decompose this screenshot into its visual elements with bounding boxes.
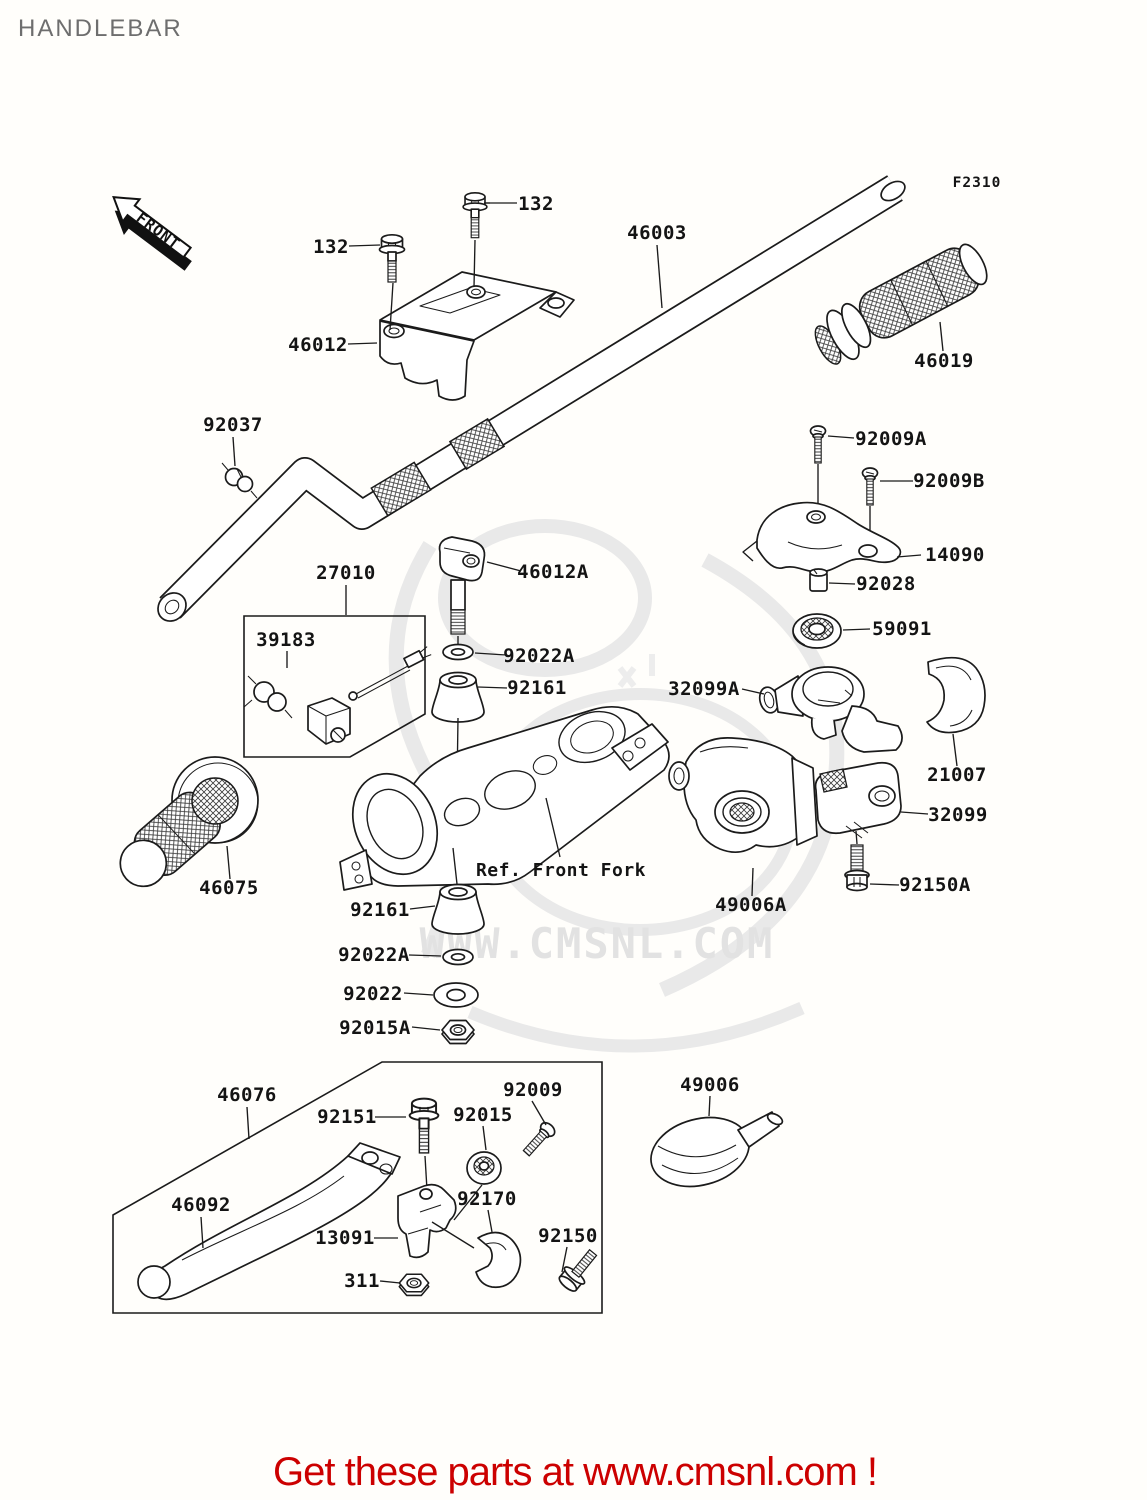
damper-92161-lower-drawing	[431, 883, 485, 935]
boot-49006-drawing	[650, 1111, 784, 1188]
screw-92009-drawing	[522, 1121, 556, 1157]
clamp-39183-drawing	[243, 675, 293, 719]
part-label-32099: 32099	[928, 804, 988, 826]
nut-92015A-drawing	[441, 1019, 475, 1045]
bolt-92151-drawing	[408, 1097, 440, 1191]
part-label-49006: 49006	[680, 1074, 740, 1096]
part-label-27010: 27010	[316, 562, 376, 584]
damper-92015-drawing	[453, 1151, 502, 1221]
part-label-46075: 46075	[199, 877, 259, 899]
bolt-92150A-drawing	[844, 830, 870, 892]
throttle-grip-46019-drawing	[814, 243, 988, 365]
footer-text: Get these parts at www.cmsnl.com !	[273, 1450, 877, 1494]
part-label-92161-upper: 92161	[507, 677, 567, 699]
handlebar-drawing	[157, 175, 906, 622]
part-label-46076: 46076	[217, 1084, 277, 1106]
bearing-59091-drawing	[792, 613, 842, 649]
labels-layer: 132 132 46003 46012 46019 F2310 92037 27…	[171, 175, 1002, 1292]
part-label-46019: 46019	[914, 350, 974, 372]
lever-46092-drawing	[137, 1142, 401, 1301]
part-label-92037: 92037	[203, 414, 263, 436]
part-label-92015: 92015	[453, 1104, 513, 1126]
part-label-59091: 59091	[872, 618, 932, 640]
holder-46012A-drawing	[438, 536, 486, 644]
bar-clamp-46012-drawing	[379, 271, 575, 401]
case-21007-drawing	[926, 656, 986, 734]
clip-92037-drawing	[221, 462, 258, 499]
holder-13091-drawing	[397, 1183, 475, 1259]
housing-49006A-drawing	[668, 737, 818, 854]
part-label-49006A: 49006A	[715, 894, 787, 916]
part-label-46003: 46003	[627, 222, 687, 244]
part-label-92022A-lower: 92022A	[338, 944, 410, 966]
part-label-32099A: 32099A	[668, 678, 740, 700]
part-label-92151: 92151	[317, 1106, 377, 1128]
part-label-92009B: 92009B	[913, 470, 985, 492]
ref-front-fork-note: Ref. Front Fork	[476, 860, 646, 881]
switch-body-drawing	[307, 697, 351, 745]
part-label-92161-lower: 92161	[350, 899, 410, 921]
part-label-46012: 46012	[288, 334, 348, 356]
part-label-46092: 46092	[171, 1194, 231, 1216]
switch-kit-27010-box	[243, 615, 432, 758]
bolt-132-left-drawing	[378, 233, 406, 331]
cap-92028-drawing	[809, 568, 828, 592]
part-label-92022: 92022	[343, 983, 403, 1005]
part-label-92009A: 92009A	[855, 428, 927, 450]
part-label-132-top: 132	[518, 193, 554, 215]
part-label-46012A: 46012A	[517, 561, 589, 583]
part-label-132-left: 132	[313, 236, 349, 258]
part-label-311: 311	[344, 1270, 380, 1292]
holder-32099-drawing	[814, 761, 902, 839]
lever-kit-46076-box	[112, 1061, 603, 1314]
bolt-132-top-drawing	[462, 192, 488, 288]
part-label-92022A-upper: 92022A	[503, 645, 575, 667]
front-arrow-icon: FRONT	[112, 196, 193, 271]
part-label-13091: 13091	[315, 1227, 375, 1249]
part-label-14090: 14090	[925, 544, 985, 566]
page-title: HANDLEBAR	[18, 15, 183, 42]
part-label-92015A: 92015A	[339, 1017, 411, 1039]
kill-switch-cable-drawing	[348, 646, 432, 701]
triple-clamp-drawing	[339, 705, 670, 891]
part-label-21007: 21007	[927, 764, 987, 786]
washer-92022-drawing	[433, 982, 479, 1008]
screw-92009A-drawing	[809, 425, 827, 511]
washer-92022A-lower-drawing	[442, 948, 474, 966]
leader-lines	[200, 202, 958, 1284]
housing-32099A-drawing	[758, 666, 903, 753]
left-grip-46075-drawing	[119, 756, 259, 888]
part-label-92150A: 92150A	[899, 874, 971, 896]
part-label-92028: 92028	[856, 573, 916, 595]
bolt-92150-drawing	[558, 1248, 598, 1292]
guard-14090-drawing	[742, 501, 902, 573]
part-label-92170: 92170	[457, 1188, 517, 1210]
figure-code: F2310	[953, 175, 1002, 191]
part-label-92150: 92150	[538, 1225, 598, 1247]
part-label-39183: 39183	[256, 629, 316, 651]
clamp-92170-drawing	[475, 1231, 522, 1289]
washer-92022A-upper-drawing	[442, 643, 474, 661]
nut-311-drawing	[398, 1273, 430, 1297]
part-label-92009: 92009	[503, 1079, 563, 1101]
